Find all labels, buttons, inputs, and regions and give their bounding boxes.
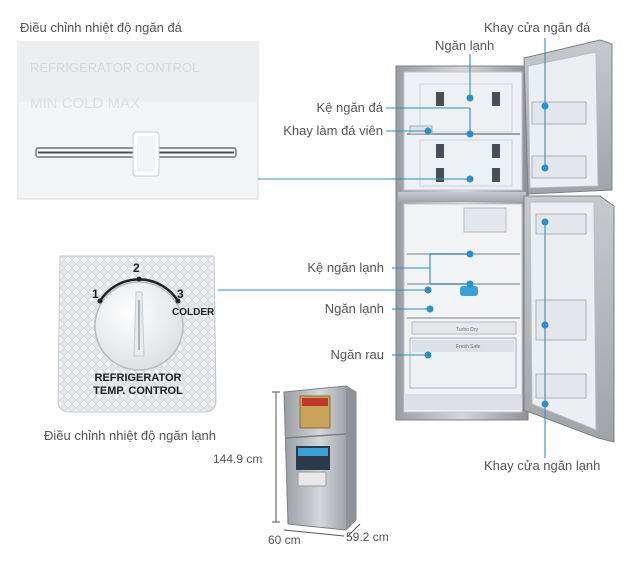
- freezer-slider-panel: REFRIGERATOR CONTROL MIN COLD MAX: [17, 41, 259, 200]
- dimension-height: 144.9 cm: [213, 452, 263, 466]
- label-fridge-shelf: Kệ ngăn lạnh: [307, 260, 384, 275]
- slider-faint-text-1: REFRIGERATOR CONTROL: [30, 60, 199, 75]
- dial-caption-line2: TEMP. CONTROL: [93, 385, 183, 397]
- closed-refrigerator: [283, 385, 357, 531]
- label-freezer-door-tray: Khay cửa ngăn đá: [484, 20, 591, 35]
- label-fridge-door-tray: Khay cửa ngăn lạnh: [484, 458, 601, 473]
- label-freezer-compartment: Ngăn lạnh: [435, 38, 495, 53]
- dimension-lines: [272, 391, 361, 537]
- callout-dots: [424, 94, 549, 408]
- slider-faint-text-2: MIN COLD MAX: [30, 95, 140, 112]
- label-vegetable-drawer: Ngăn rau: [330, 347, 384, 362]
- open-refrigerator: Turbo Dry Fresh Safe: [395, 39, 615, 443]
- dial-colder-text: COLDER: [172, 307, 215, 318]
- slider-knob[interactable]: [132, 131, 160, 177]
- dial-caption-line1: REFRIGERATOR: [95, 372, 182, 384]
- fresh-badge: Fresh Safe: [456, 344, 481, 350]
- turbo-badge: Turbo Dry: [456, 327, 479, 333]
- fridge-dial-panel: 1 2 3 COLDER REFRIGERATOR TEMP. CONTROL: [57, 255, 217, 413]
- dial-number-3: 3: [177, 287, 184, 301]
- label-fridge-compartment: Ngăn lạnh: [324, 301, 384, 316]
- dimension-depth: 59.2 cm: [346, 530, 389, 544]
- label-fridge-temp-control: Điều chỉnh nhiệt độ ngăn lạnh: [44, 428, 217, 443]
- label-freezer-shelf: Kệ ngăn đá: [316, 100, 383, 115]
- dial-number-2: 2: [133, 261, 140, 275]
- dial-number-1: 1: [92, 287, 99, 301]
- label-freezer-temp-control: Điều chỉnh nhiệt độ ngăn đá: [20, 20, 182, 35]
- callout-lines: [218, 38, 546, 458]
- dimension-width: 60 cm: [268, 533, 301, 547]
- label-ice-tray: Khay làm đá viên: [283, 123, 383, 138]
